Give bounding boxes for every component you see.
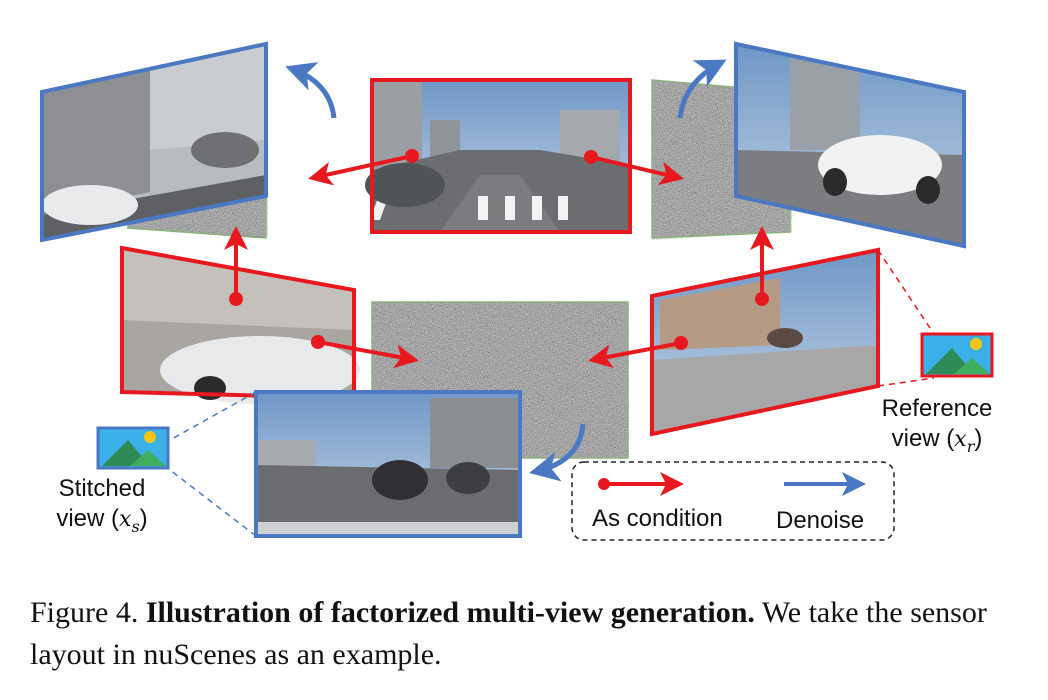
denoise-arrows [285, 59, 727, 482]
caption-prefix: Figure 4. [30, 596, 139, 629]
stitched-view-subscript: s [131, 516, 140, 536]
figure-diagram [40, 41, 994, 541]
camera-image-back-left [120, 245, 360, 404]
condition-arrow-front-to-fl [308, 149, 419, 186]
camera-image-front-right [734, 41, 966, 249]
legend-condition-label: As condition [592, 505, 723, 532]
condition-arrow-bl-to-fl [224, 226, 248, 306]
reference-view-subscript: r [966, 436, 975, 456]
denoise-arrow-fl [285, 62, 337, 119]
denoise-arrow-fr [677, 59, 727, 119]
legend-box [571, 461, 895, 541]
legend-denoise-label: Denoise [776, 507, 865, 534]
stitched-view-symbol: x [119, 507, 132, 532]
stitched-view-label-line2: view (xs) [46, 504, 158, 542]
condition-arrow-br-to-back [588, 336, 688, 369]
stitched-view-suffix: ) [139, 505, 148, 532]
caption-bold-title: Illustration of factorized multi-view ge… [145, 596, 755, 629]
camera-image-back [254, 390, 522, 538]
condition-arrow-bl-to-back [311, 335, 419, 369]
reference-view-prefix: view ( [891, 425, 955, 452]
reference-view-label-line1: Reference [881, 395, 993, 422]
condition-arrows [224, 149, 774, 369]
reference-view-label: Reference view (xr) [862, 394, 1012, 462]
reference-view-suffix: ) [974, 425, 983, 452]
stitched-view-prefix: view ( [56, 505, 120, 532]
stitched-view-label: Stitched view (xs) [46, 474, 158, 542]
reference-view-symbol: x [954, 427, 967, 452]
condition-arrow-front-to-fr [584, 150, 684, 186]
stitched-view-label-line1: Stitched [58, 475, 146, 502]
reference-view-label-line2: view (xr) [862, 424, 1012, 462]
condition-arrow-br-to-fr [750, 226, 774, 306]
caption-body: We take the sensor layout in nuScenes as… [30, 596, 987, 671]
legend-condition-arrow [598, 472, 684, 496]
stitched-view-thumbnail-icon [96, 391, 257, 537]
figure-caption: Figure 4. Illustration of factorized mul… [30, 592, 1020, 676]
reference-view-thumbnail-icon [877, 249, 994, 387]
camera-image-front-left [40, 41, 268, 243]
denoise-arrow-back [529, 423, 586, 482]
